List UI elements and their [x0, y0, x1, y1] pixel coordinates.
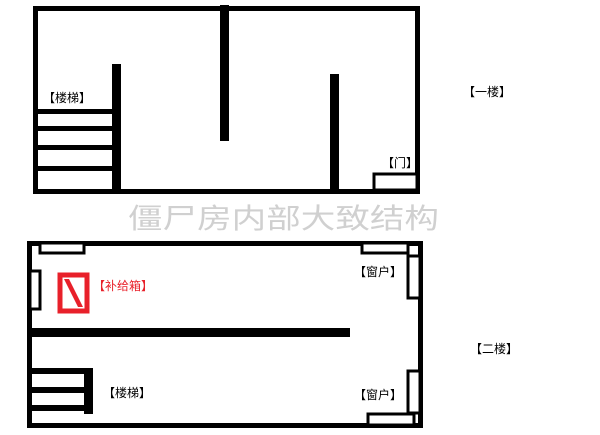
floor-2-window-bottom-right: [366, 412, 416, 427]
floor-1-wall-center: [220, 5, 229, 141]
stair-step: [32, 387, 90, 393]
floor-1-stairs: [36, 109, 116, 171]
floor-2-stairs-label: 【楼梯】: [103, 385, 151, 400]
stair-step: [36, 126, 116, 131]
floor-2-stairs: [32, 368, 93, 414]
floor-2-wall-long: [32, 328, 350, 337]
diagram-title: 僵尸房内部大致结构: [128, 202, 439, 235]
stair-step: [36, 109, 116, 114]
floor-2-supply-label: 【补给箱】: [93, 278, 153, 293]
supply-box-mark: [64, 279, 83, 307]
floor-2-window-top-label: 【窗户】: [354, 264, 402, 279]
floor-2-window-bottom-label: 【窗户】: [354, 387, 402, 402]
floor-1-plan: 【楼梯】 【门】: [33, 5, 420, 194]
stair-step: [36, 145, 116, 150]
floor-2-window-top-right: [360, 241, 410, 255]
stair-wall: [84, 368, 93, 414]
red-box-icon: [57, 272, 90, 314]
floor-1-name: 【一楼】: [463, 84, 511, 99]
stair-step: [32, 368, 90, 374]
floor-1-wall-stairs: [112, 64, 121, 192]
floor-2-window-left: [28, 269, 42, 311]
floor-2-plan: 【补给箱】 【窗户】 【窗户】 【楼梯】: [27, 241, 423, 428]
floor-2-name: 【二楼】: [470, 341, 518, 356]
stair-step: [36, 166, 116, 171]
floor-1-wall-right: [330, 74, 339, 192]
floor-2-outer-wall: [27, 241, 423, 428]
floor-2-window-top-left: [38, 241, 86, 255]
stair-step: [32, 405, 90, 411]
floor-2-window-right-top: [406, 254, 422, 300]
floor-2-window-right-bottom: [406, 369, 422, 415]
floor-1-door: [372, 172, 419, 192]
floor-1-door-label: 【门】: [382, 155, 418, 170]
floor-1-stairs-label: 【楼梯】: [43, 90, 91, 105]
